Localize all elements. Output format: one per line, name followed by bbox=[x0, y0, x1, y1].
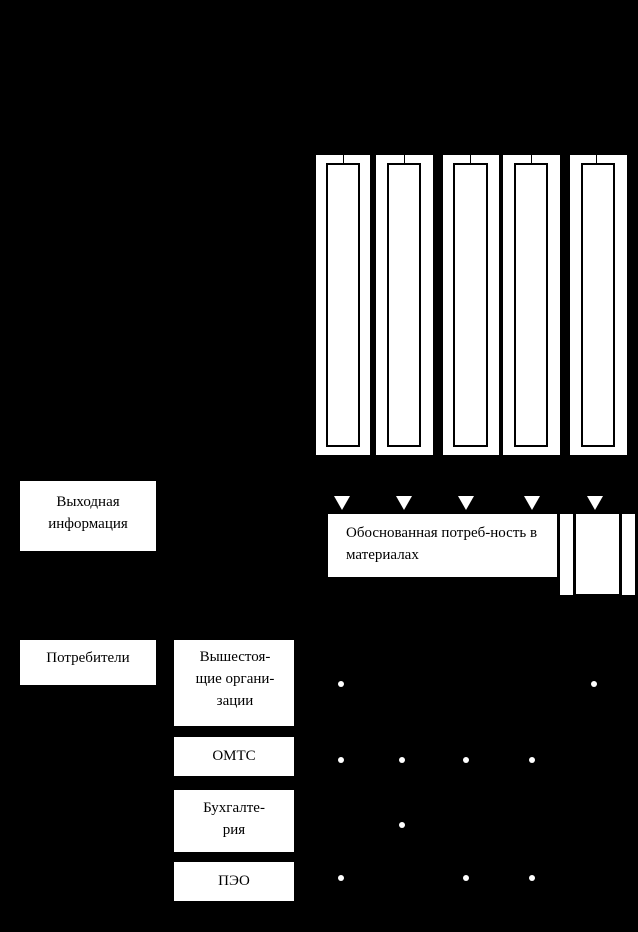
consumer-label: ПЭО bbox=[218, 873, 250, 889]
column-inner-frame bbox=[514, 163, 548, 447]
column-connector bbox=[596, 155, 597, 164]
consumer-box-accounting: Бухгалте-рия bbox=[174, 790, 294, 852]
output-side-block-3 bbox=[622, 514, 635, 595]
arrow-down-icon bbox=[587, 496, 603, 510]
matrix-dot bbox=[463, 757, 469, 763]
arrow-down-icon bbox=[458, 496, 474, 510]
column-connector bbox=[531, 155, 532, 164]
column-inner-frame bbox=[581, 163, 615, 447]
consumer-label: ОМТС bbox=[212, 748, 256, 764]
consumer-label: Бухгалте-рия bbox=[203, 800, 265, 838]
matrix-dot bbox=[591, 681, 597, 687]
matrix-dot bbox=[399, 757, 405, 763]
column-inner-frame bbox=[387, 163, 421, 447]
consumers-label-box: Потребители bbox=[20, 640, 156, 685]
consumer-box-peo: ПЭО bbox=[174, 862, 294, 901]
document-column-4 bbox=[503, 155, 560, 455]
arrow-down-icon bbox=[334, 496, 350, 510]
column-inner-frame bbox=[453, 163, 488, 447]
output-info-label: Выходная информация bbox=[48, 494, 128, 532]
matrix-dot bbox=[399, 822, 405, 828]
document-column-5 bbox=[570, 155, 627, 455]
matrix-dot bbox=[338, 681, 344, 687]
document-column-2 bbox=[376, 155, 433, 455]
consumers-label: Потребители bbox=[46, 650, 130, 666]
matrix-dot bbox=[338, 875, 344, 881]
column-connector bbox=[470, 155, 471, 164]
matrix-dot bbox=[463, 875, 469, 881]
consumer-box-omts: ОМТС bbox=[174, 737, 294, 776]
column-connector bbox=[343, 155, 344, 164]
output-info-label-box: Выходная информация bbox=[20, 481, 156, 551]
output-document-box: Обоснованная потреб-ность в материалах bbox=[328, 514, 557, 577]
document-column-3 bbox=[443, 155, 499, 455]
column-inner-frame bbox=[326, 163, 360, 447]
document-column-1 bbox=[316, 155, 370, 455]
output-side-block-1 bbox=[560, 514, 573, 595]
matrix-dot bbox=[529, 757, 535, 763]
arrow-down-icon bbox=[524, 496, 540, 510]
matrix-dot bbox=[338, 757, 344, 763]
output-document-text: Обоснованная потреб-ность в материалах bbox=[346, 525, 538, 563]
output-side-block-2 bbox=[576, 514, 619, 594]
arrow-down-icon bbox=[396, 496, 412, 510]
matrix-dot bbox=[529, 875, 535, 881]
consumer-label: Вышестоя-щие органи-зации bbox=[195, 649, 275, 709]
consumer-box-higher-orgs: Вышестоя-щие органи-зации bbox=[174, 640, 294, 726]
column-connector bbox=[404, 155, 405, 164]
